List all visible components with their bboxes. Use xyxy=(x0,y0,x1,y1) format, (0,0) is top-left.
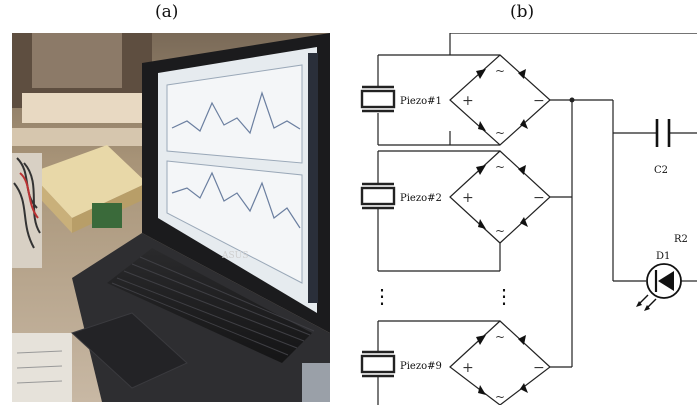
bridge-2-ac-bottom: ~ xyxy=(495,224,505,238)
bridge-1-minus: − xyxy=(533,93,545,109)
bridge-1-ac-bottom: ~ xyxy=(495,126,505,140)
bridge-2-minus: − xyxy=(533,190,545,206)
piezo-2-element xyxy=(360,182,396,210)
panel-label-a: (a) xyxy=(155,2,179,22)
capacitor-c2-label: C2 xyxy=(654,165,668,176)
piezo-1-element xyxy=(360,85,396,113)
led-d1-label: D1 xyxy=(656,251,670,262)
bridge-diodes xyxy=(476,69,528,395)
bridge-9-ac-bottom: ~ xyxy=(495,390,505,404)
experimental-setup-photo: ASUS xyxy=(12,33,330,402)
led-d1-symbol xyxy=(636,263,682,311)
capacitor-c2-symbol xyxy=(655,119,671,147)
bridge-9-plus: + xyxy=(462,360,474,376)
bridge-9-minus: − xyxy=(533,360,545,376)
harvester-circuit-schematic: Piezo#1 Piezo#2 Piezo#9 + − ~ ~ + − xyxy=(340,33,697,405)
panel-label-b: (b) xyxy=(510,2,535,22)
piezo-ellipsis: ⋮ xyxy=(372,284,392,308)
circuit-diagram: Piezo#1 Piezo#2 Piezo#9 + − ~ ~ + − xyxy=(360,33,697,405)
bridge-2-plus: + xyxy=(462,190,474,206)
bridge-9-ac-top: ~ xyxy=(495,330,505,344)
bridge-1-ac-top: ~ xyxy=(495,64,505,78)
bridge-ellipsis: ⋮ xyxy=(494,284,514,308)
laptop-brand-logo: ASUS xyxy=(221,251,248,261)
photo-illustration: ASUS xyxy=(12,33,330,402)
resistor-r2-label: R2 xyxy=(674,234,688,245)
piezo-9-element xyxy=(360,350,396,378)
piezo-9-label: Piezo#9 xyxy=(400,361,442,372)
bridge-2-ac-top: ~ xyxy=(495,160,505,174)
piezo-2-label: Piezo#2 xyxy=(400,193,442,204)
bridge-1-plus: + xyxy=(462,93,474,109)
piezo-1-label: Piezo#1 xyxy=(400,96,442,107)
